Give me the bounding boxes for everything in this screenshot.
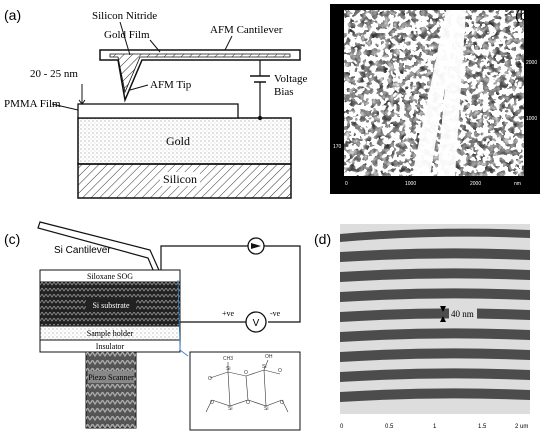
d-xtick-1: 1 [433, 424, 437, 430]
voltage-label: Voltage [274, 73, 308, 85]
panel-d-label: (d) [314, 231, 331, 247]
sample-holder-label: Sample holder [87, 329, 134, 338]
svg-text:OH: OH [265, 354, 273, 360]
b-unit: nm [514, 181, 521, 187]
panel-c-label: (c) [4, 231, 20, 247]
wire-top-left [160, 245, 248, 272]
plus-label: +ve [222, 309, 235, 318]
gold-film-label: Gold Film [104, 29, 150, 41]
insulator-label: Insulator [96, 342, 125, 351]
written-line-1 [412, 10, 458, 176]
piezo-texture [86, 352, 136, 428]
d-xtick-1-5: 1.5 [478, 424, 487, 430]
svg-text:O: O [278, 368, 282, 374]
silicon-label: Silicon [163, 172, 197, 186]
zoom-arrow [179, 349, 189, 357]
bias-label: Bias [274, 86, 294, 98]
panel-b: (b) 2000 1000 170 0 1000 2000 nm [330, 4, 540, 194]
marker-arrow-top [440, 306, 446, 312]
gold-film-leader [149, 39, 161, 53]
svg-text:O: O [280, 400, 284, 406]
marker-label-bg [449, 308, 477, 319]
thickness-arrowhead [78, 99, 86, 105]
afm-tip-leader [129, 84, 149, 91]
gold-layer [77, 117, 292, 165]
svg-text:O: O [208, 376, 212, 382]
b-ytick-1000: 1000 [526, 116, 537, 122]
svg-text:Si: Si [228, 406, 232, 412]
svg-text:O: O [244, 370, 248, 376]
written-line-2 [437, 10, 466, 176]
silicon-label-bg [160, 172, 200, 186]
b-ytick-2000: 2000 [526, 60, 537, 66]
thickness-label: 20 - 25 nm [30, 68, 78, 80]
svg-text:O: O [246, 400, 250, 406]
substrate-label-bg [86, 299, 136, 310]
piezo-label-bg [88, 371, 134, 383]
svg-text:CH3: CH3 [223, 356, 233, 362]
svg-text:Si: Si [264, 406, 268, 412]
afm-tip-label: AFM Tip [150, 79, 192, 91]
silicon-nitride-leader [119, 21, 131, 56]
d-xtick-2um: 2 um [515, 424, 528, 430]
current-meter-arrow [251, 243, 261, 249]
piezo-label: Piezo Scanner [88, 373, 134, 382]
d-xtick-0-5: 0.5 [385, 424, 394, 430]
gold-label: Gold [166, 134, 190, 148]
svg-text:Si: Si [226, 366, 230, 372]
silicon-nitride-label: Silicon Nitride [92, 10, 157, 22]
minus-label: -ve [270, 309, 281, 318]
panel-d: (d) 40 nm 0 0.5 1 1.5 2 um [314, 224, 530, 430]
afm-cantilever-leader [224, 35, 233, 51]
marker-label: 40 nm [451, 309, 474, 319]
pmma-film [77, 103, 239, 119]
svg-text:Si: Si [262, 364, 266, 370]
b-xtick-2000: 2000 [470, 181, 481, 187]
zoom-line [177, 279, 181, 351]
panel-c: (c) Si Cantilever V +ve -ve Siloxane SOG… [4, 221, 301, 431]
pmma-leader [51, 103, 79, 111]
si-cantilever-label: Si Cantilever [54, 245, 111, 256]
siloxane-label: Siloxane SOG [87, 272, 133, 281]
silicon-nitride-layer [109, 53, 291, 94]
panel-a: (a) Gold Silicon Silicon Nitride Gold Fi… [4, 7, 308, 199]
bias-contact [257, 115, 263, 121]
svg-text:O: O [210, 400, 214, 406]
pmma-film-label: PMMA Film [4, 98, 61, 110]
voltmeter-label: V [253, 318, 260, 329]
b-xtick-1000: 1000 [405, 181, 416, 187]
b-ytick-170: 170 [333, 144, 342, 150]
d-xtick-0: 0 [340, 424, 344, 430]
panel-b-label: (b) [515, 7, 532, 23]
molecule-inset [189, 351, 301, 431]
substrate-label: Si substrate [92, 301, 130, 310]
marker-arrow-bottom [440, 316, 446, 322]
panel-a-label: (a) [4, 7, 21, 23]
b-xtick-0: 0 [345, 181, 348, 187]
stm-stripes [340, 228, 530, 402]
wire-right [264, 245, 301, 323]
afm-x-axis-bar [338, 176, 528, 188]
afm-cantilever-label: AFM Cantilever [210, 24, 283, 36]
molecule-structure [205, 359, 289, 413]
